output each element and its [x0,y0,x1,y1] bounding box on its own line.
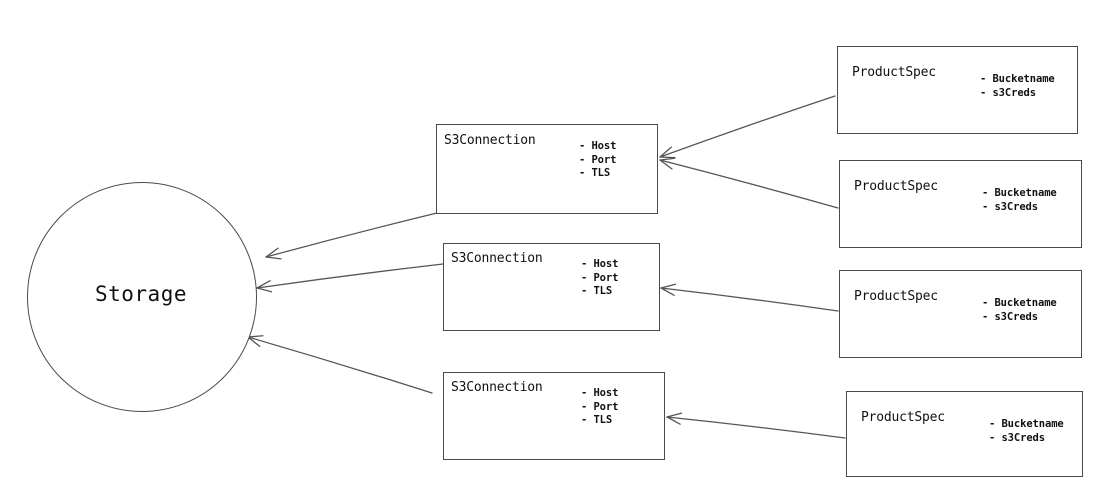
product-spec-title: ProductSpec [852,65,936,80]
edge-prodspec2-to-s3conn1 [659,157,839,209]
product-spec-title: ProductSpec [854,289,938,304]
s3-connection-attribute-row: - TLS [579,167,611,179]
s3-connection-attributes: - Host- Port- TLS [581,387,618,428]
storage-circle-node[interactable] [27,182,257,412]
product-spec-title: ProductSpec [854,179,938,194]
product-spec-attribute-row: - s3Creds [982,310,1038,323]
s3-connection-attributes: - Host- Port- TLS [581,258,618,299]
product-spec-box[interactable]: ProductSpec - Bucketname- s3Creds [839,270,1082,358]
product-spec-attribute-row: - Bucketname [980,73,1055,85]
product-spec-attributes: - Bucketname- s3Creds [980,73,1055,100]
s3-connection-attribute-row: - Host [581,387,619,399]
product-spec-box[interactable]: ProductSpec - Bucketname- s3Creds [839,160,1082,248]
s3-connection-title: S3Connection [451,380,543,395]
s3-connection-attribute-row: - TLS [581,414,613,426]
product-spec-attribute-row: - s3Creds [980,86,1036,99]
storage-circle-label: Storage [94,282,187,306]
s3-connection-title: S3Connection [451,251,543,266]
edge-prodspec3-to-s3conn2 [660,283,839,312]
product-spec-title: ProductSpec [861,410,945,425]
s3-connection-attribute-row: - Port [581,400,619,413]
product-spec-attribute-row: - Bucketname [989,418,1064,430]
product-spec-attributes: - Bucketname- s3Creds [982,297,1057,324]
s3-connection-attribute-row: - Port [581,271,619,284]
s3-connection-attribute-row: - Host [579,140,617,152]
product-spec-attributes: - Bucketname- s3Creds [989,418,1064,445]
product-spec-attribute-row: - s3Creds [989,431,1045,444]
product-spec-box[interactable]: ProductSpec - Bucketname- s3Creds [837,46,1078,134]
s3-connection-title: S3Connection [444,133,536,148]
s3-connection-attribute-row: - Host [581,258,619,270]
product-spec-attribute-row: - Bucketname [982,297,1057,309]
product-spec-attributes: - Bucketname- s3Creds [982,187,1057,214]
edge-s3conn2-to-storage [256,263,444,293]
s3-connection-box[interactable]: S3Connection - Host- Port- TLS [443,372,665,460]
s3-connection-attributes: - Host- Port- TLS [579,140,616,181]
edge-s3conn1-to-storage [265,212,438,260]
s3-connection-attribute-row: - TLS [581,285,613,297]
product-spec-attribute-row: - Bucketname [982,187,1057,199]
edge-prodspec4-to-s3conn3 [666,412,846,439]
s3-connection-attribute-row: - Port [579,153,617,166]
s3-connection-box[interactable]: S3Connection - Host- Port- TLS [436,124,658,214]
edge-prodspec1-to-s3conn1 [659,95,836,159]
product-spec-box[interactable]: ProductSpec - Bucketname- s3Creds [846,391,1083,477]
s3-connection-box[interactable]: S3Connection - Host- Port- TLS [443,243,660,331]
product-spec-attribute-row: - s3Creds [982,200,1038,213]
edge-s3conn3-to-storage [247,335,433,394]
